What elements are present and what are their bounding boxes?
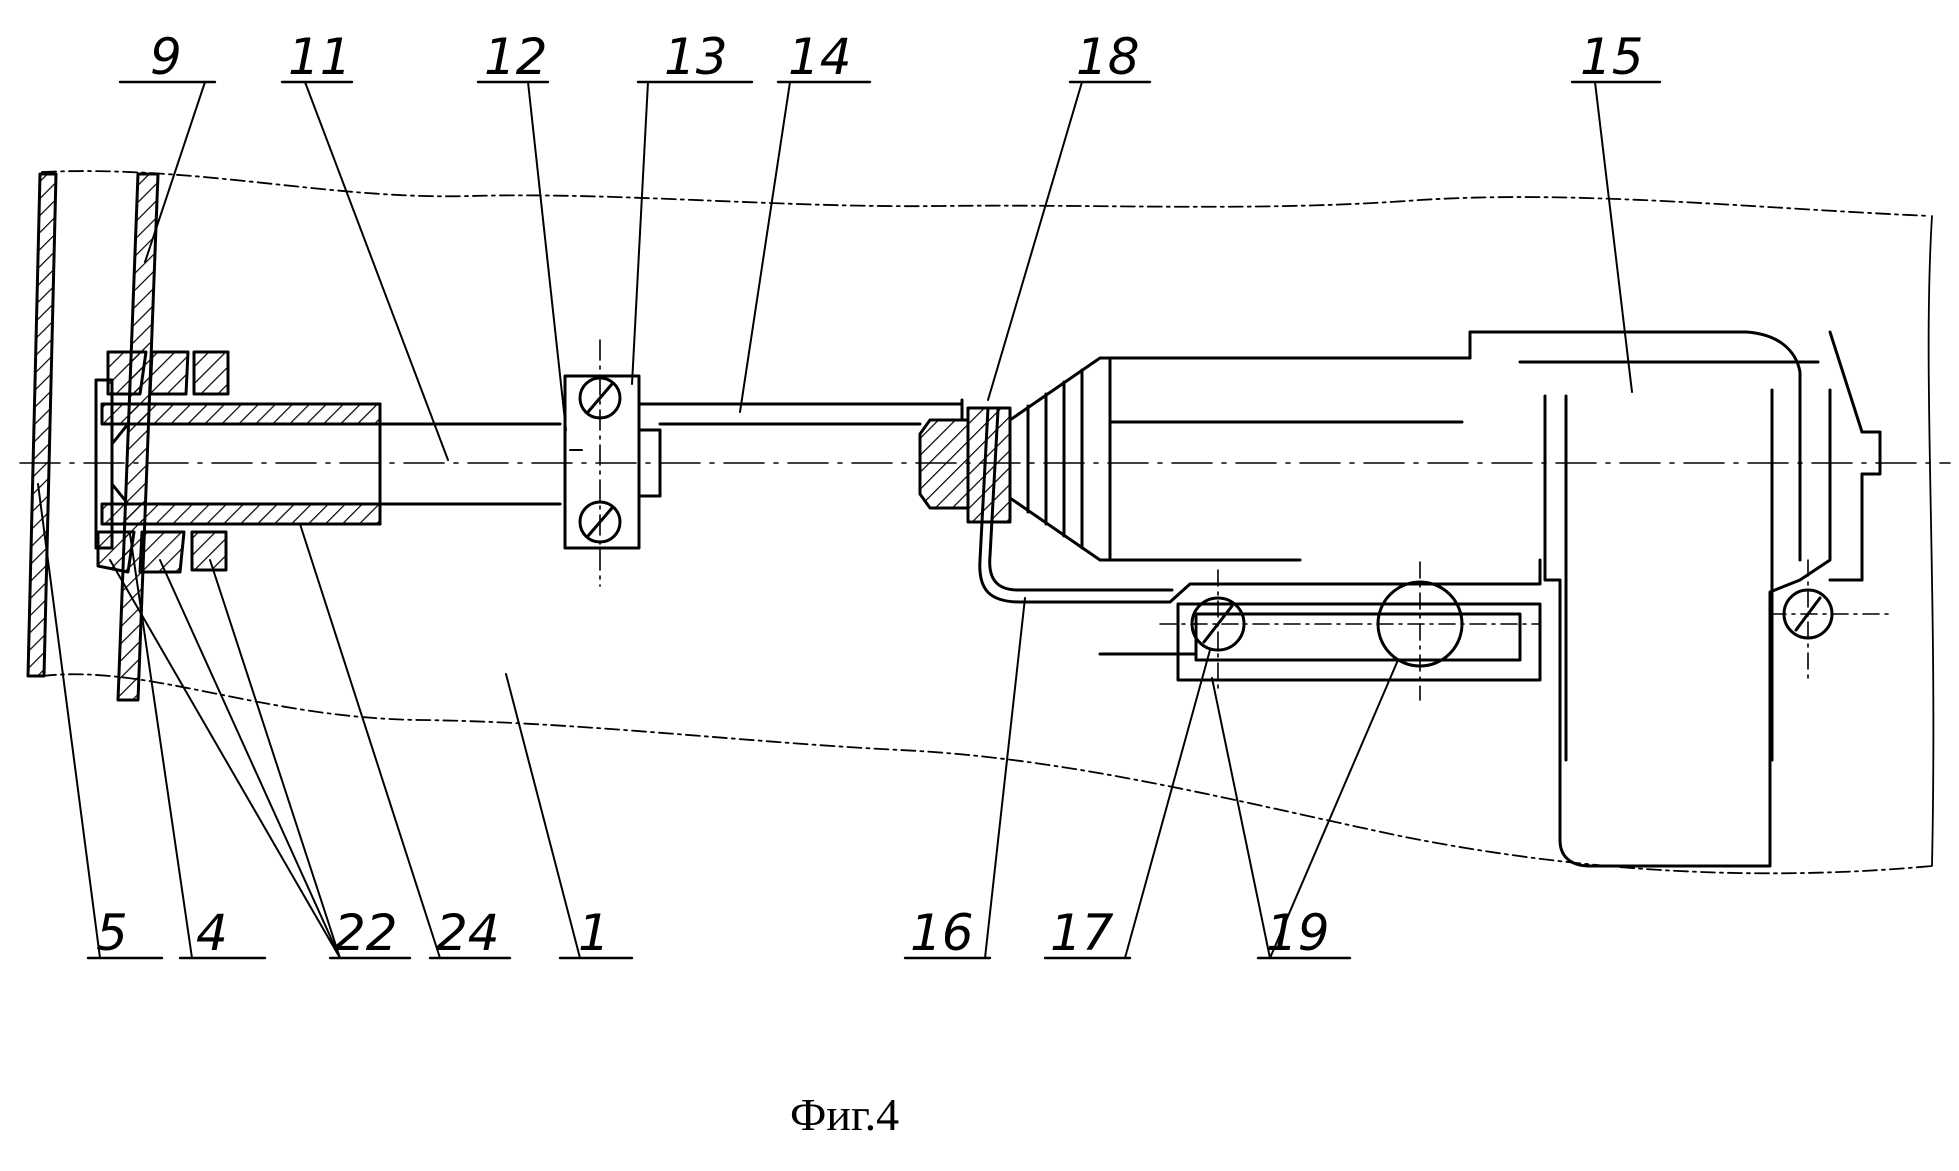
nut-22-top-a <box>108 352 146 394</box>
label-16: 16 <box>910 904 974 962</box>
leader-22-a <box>110 560 340 958</box>
break-line-top <box>42 171 1930 216</box>
leader-22-b <box>160 560 340 958</box>
figure-caption: Фиг.4 <box>790 1089 899 1140</box>
leader-16 <box>985 598 1025 958</box>
clamp-12 <box>565 376 639 548</box>
sleeve-24-lower <box>102 504 380 524</box>
leader-15 <box>1595 82 1632 392</box>
leader-1 <box>506 674 580 958</box>
label-19: 19 <box>1266 904 1330 962</box>
leader-14 <box>740 82 790 412</box>
leader-5 <box>38 484 100 958</box>
nut-22-top-c <box>194 352 228 394</box>
nut-22-top-b <box>150 352 188 394</box>
label-4: 4 <box>196 904 228 962</box>
leader-4 <box>130 534 192 958</box>
label-24: 24 <box>436 904 500 962</box>
label-1: 1 <box>578 904 610 962</box>
coupling-18 <box>920 420 968 508</box>
shaft-11 <box>112 424 560 504</box>
label-12: 12 <box>484 28 548 86</box>
nut-22-bottom-c <box>192 532 226 570</box>
drill-chuck <box>1010 358 1110 560</box>
label-5: 5 <box>96 904 128 962</box>
drill-body-15 <box>1110 332 1800 560</box>
leader-12 <box>528 82 566 430</box>
rod-14 <box>640 404 960 424</box>
break-line-bottom <box>42 674 1932 873</box>
label-22: 22 <box>334 904 398 962</box>
drill-rear-stub <box>1862 432 1880 474</box>
coupling-18-collar <box>968 408 1010 522</box>
label-13: 13 <box>664 28 728 86</box>
label-14: 14 <box>788 28 852 86</box>
label-15: 15 <box>1580 28 1644 86</box>
leader-19-a <box>1212 678 1270 958</box>
break-line-right <box>1929 216 1934 866</box>
wall-plate-4 <box>118 174 158 700</box>
label-17: 17 <box>1050 904 1114 962</box>
label-18: 18 <box>1076 28 1140 86</box>
leader-24 <box>300 524 440 958</box>
wall-plate-5 <box>28 174 56 676</box>
label-9: 9 <box>150 28 182 86</box>
leader-9 <box>145 82 205 262</box>
label-11: 11 <box>288 28 352 86</box>
leader-17 <box>1125 650 1210 958</box>
leader-13 <box>632 82 648 384</box>
nut-22-bottom-a <box>98 532 134 572</box>
drill-body-right <box>1830 332 1862 432</box>
sleeve-24-upper <box>102 404 380 424</box>
leader-18 <box>988 82 1082 400</box>
leader-22-c <box>210 560 340 958</box>
